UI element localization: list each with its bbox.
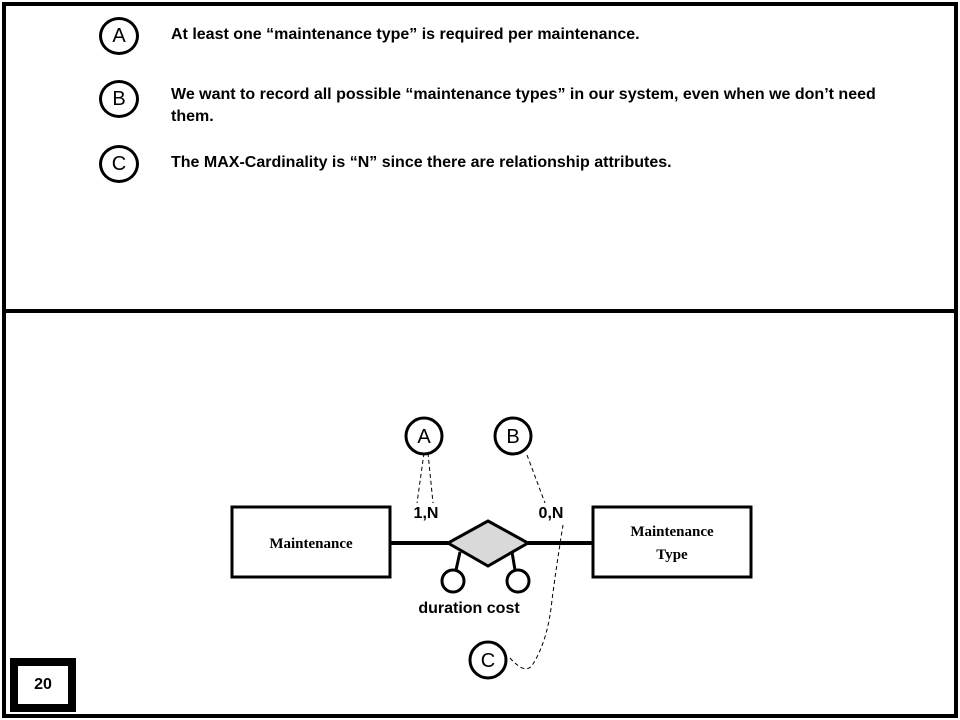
- duration-attribute-stem: [454, 551, 462, 571]
- option-b-badge[interactable]: B: [99, 80, 139, 118]
- marker-b-circle[interactable]: [493, 416, 533, 456]
- cost-attribute-circle: [505, 568, 531, 594]
- option-c-badge[interactable]: C: [99, 145, 139, 183]
- option-b-letter: B: [112, 87, 126, 110]
- option-b-text: We want to record all possible “maintena…: [171, 86, 876, 125]
- marker-a-letter: A: [417, 426, 431, 448]
- maintenance-entity-label: Maintenance: [269, 536, 353, 552]
- maintenance-type-entity-label-line2: Type: [656, 547, 688, 563]
- marker-a-pointer-line-1: [416, 452, 425, 504]
- option-c-text: The MAX-Cardinality is “N” since there a…: [171, 154, 672, 171]
- marker-a-circle[interactable]: [404, 416, 444, 456]
- cardinality-left: 1,N: [414, 505, 439, 522]
- marker-a-pointer-line-2: [427, 452, 434, 504]
- marker-b-letter: B: [506, 426, 519, 448]
- marker-c-pointer-line: [509, 524, 564, 670]
- relationship-diamond: [444, 519, 532, 568]
- question-panel: [2, 2, 958, 313]
- option-a-badge[interactable]: A: [99, 17, 139, 55]
- marker-c-letter: C: [481, 650, 495, 672]
- cost-attribute-stem: [510, 551, 517, 571]
- option-a-text: At least one “maintenance type” is requi…: [171, 26, 640, 43]
- maintenance-type-entity: [591, 505, 753, 579]
- marker-b-pointer-line: [526, 454, 546, 504]
- cardinality-right: 0,N: [539, 505, 564, 522]
- page-number-box: 20: [10, 658, 76, 712]
- option-c-letter: C: [111, 152, 127, 175]
- page-number: 20: [18, 666, 68, 704]
- option-a-letter: A: [112, 24, 126, 47]
- maintenance-entity: [230, 505, 392, 579]
- attributes-label: duration cost: [418, 600, 520, 617]
- maintenance-type-entity-label-line1: Maintenance: [630, 524, 714, 540]
- duration-attribute-circle: [440, 568, 466, 594]
- marker-c-circle[interactable]: [468, 640, 508, 680]
